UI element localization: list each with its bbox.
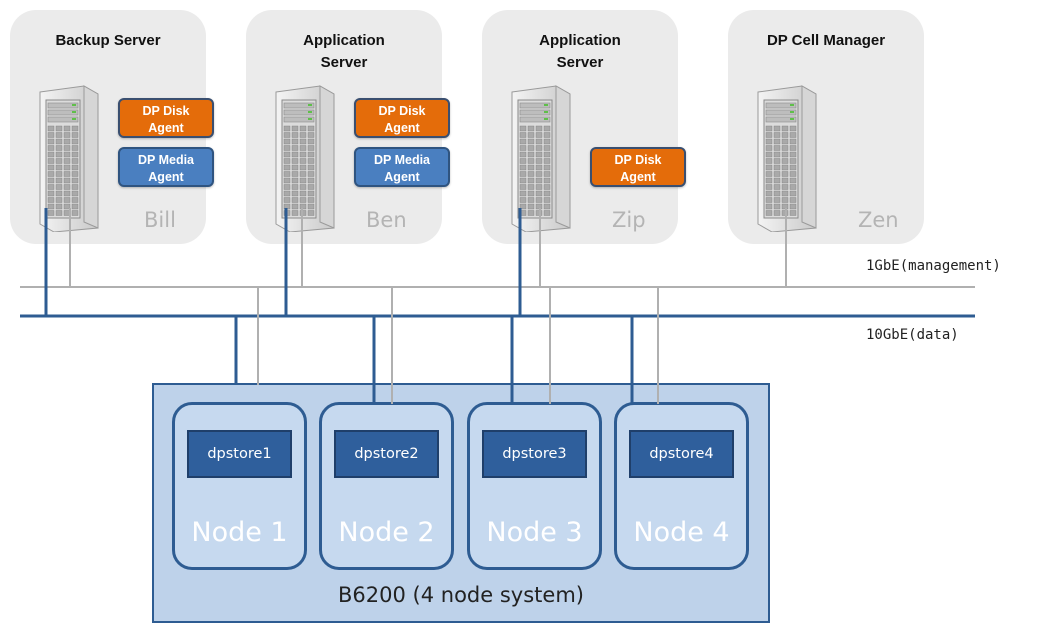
dp-media-agent-ben: DP Media Agent: [354, 147, 450, 187]
server-tower-icon: [757, 85, 817, 232]
node-label-1: Node 1: [191, 517, 288, 548]
server-title: Application Server: [539, 32, 621, 71]
dp-disk-agent-zip: DP Disk Agent: [590, 147, 686, 187]
node-label-2: Node 2: [338, 517, 435, 548]
data-network-label: 10GbE(data): [866, 327, 959, 343]
node-label-4: Node 4: [633, 517, 730, 548]
host-name: Ben: [366, 208, 407, 232]
server-card-zip: Application Server Zip: [482, 10, 678, 244]
dpstore-2: dpstore2: [334, 430, 439, 478]
host-name: Bill: [144, 208, 176, 232]
server-card-ben: Application Server Ben: [246, 10, 442, 244]
dp-disk-agent-bill: DP Disk Agent: [118, 98, 214, 138]
server-title: DP Cell Manager: [766, 32, 886, 49]
host-name: Zip: [612, 208, 646, 232]
dpstore-3: dpstore3: [482, 430, 587, 478]
server-card-zen: DP Cell Manager Zen: [728, 10, 924, 244]
server-tower-icon: [511, 85, 571, 232]
host-name: Zen: [858, 208, 899, 232]
node-label-3: Node 3: [486, 517, 583, 548]
server-title: Application Server: [303, 32, 385, 71]
server-tower-icon: [39, 85, 99, 232]
dpstore-4: dpstore4: [629, 430, 734, 478]
server-tower-icon: [275, 85, 335, 232]
dp-media-agent-bill: DP Media Agent: [118, 147, 214, 187]
dp-disk-agent-ben: DP Disk Agent: [354, 98, 450, 138]
system-label: B6200 (4 node system): [338, 583, 584, 607]
dpstore-1: dpstore1: [187, 430, 292, 478]
management-network-label: 1GbE(management): [866, 258, 1001, 274]
server-title: Backup Server: [55, 32, 161, 49]
